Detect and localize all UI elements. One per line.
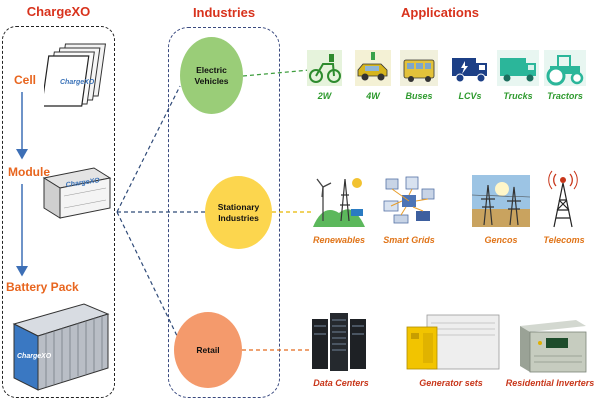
app-label-telecoms: Telecoms — [543, 235, 585, 245]
app-label-4w: 4W — [366, 91, 380, 101]
industry-label: Electric Vehicles — [194, 64, 229, 86]
lcv-icon — [452, 58, 487, 83]
industry-retail: Retail — [174, 312, 242, 388]
pack-brand-text: ChargeXO — [17, 353, 52, 360]
app-label-trucks: Trucks — [503, 91, 533, 101]
industry-electric-vehicles: Electric Vehicles — [180, 37, 243, 114]
renewables-icon — [313, 178, 365, 227]
app-label-tractors: Tractors — [547, 91, 583, 101]
stage-module-label: Module — [8, 165, 50, 179]
cell-brand-text: ChargeXO — [60, 79, 95, 86]
ev-app-line — [242, 69, 311, 77]
app-label-data-centers: Data Centers — [313, 378, 369, 388]
stage-pack-label: Battery Pack — [6, 280, 79, 294]
module-product-image: ChargeXO — [42, 167, 112, 219]
app-label-renewables: Renewables — [312, 235, 366, 245]
product-panel — [2, 26, 115, 398]
industry-stationary: Stationary Industries — [205, 176, 272, 249]
battery-pack-image: ChargeXO — [12, 303, 110, 391]
telecom-tower-icon — [548, 170, 578, 228]
two-wheeler-icon — [307, 50, 342, 86]
applications-heading: Applications — [400, 5, 479, 20]
bus-icon — [400, 50, 438, 86]
fan-line-ev — [116, 85, 181, 213]
fan-line-retail — [116, 211, 181, 343]
truck-icon — [497, 50, 539, 86]
app-label-generator-sets: Generator sets — [419, 378, 483, 388]
brand-title: ChargeXO — [26, 4, 91, 19]
app-label-residential-inverters: Residential Inverters — [505, 378, 595, 388]
tractor-icon — [544, 50, 586, 86]
app-label-smart-grids: Smart Grids — [383, 235, 435, 245]
stage-cell-label: Cell — [14, 73, 37, 87]
industries-heading: Industries — [192, 5, 256, 20]
four-wheeler-icon — [355, 50, 391, 86]
cell-product-image: ChargeXO — [44, 43, 107, 107]
app-label-2w: 2W — [317, 91, 332, 101]
gencos-icon — [472, 175, 530, 227]
data-center-icon — [312, 313, 366, 371]
app-label-buses: Buses — [405, 91, 433, 101]
generator-set-icon — [406, 314, 500, 370]
smart-grids-icon — [383, 176, 435, 224]
industry-label: Retail — [196, 344, 220, 355]
residential-inverter-icon — [520, 320, 587, 373]
app-label-lcvs: LCVs — [458, 91, 482, 101]
industry-label: Stationary Industries — [217, 201, 260, 223]
app-label-gencos: Gencos — [484, 235, 518, 245]
module-brand-text: ChargeXO — [65, 177, 100, 189]
